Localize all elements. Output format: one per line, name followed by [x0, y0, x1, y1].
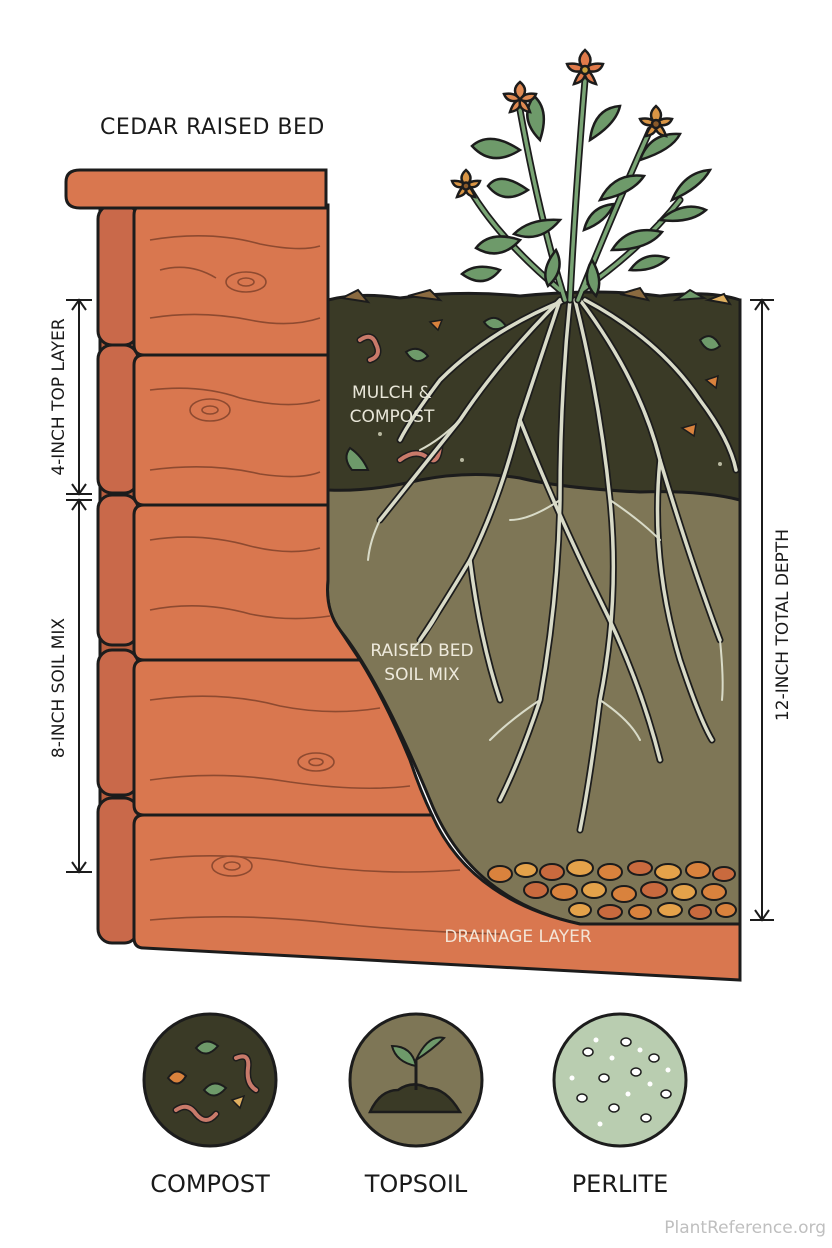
drainage-label: DRAINAGE LAYER: [444, 927, 592, 947]
perlite-label: PERLITE: [572, 1170, 669, 1198]
soil-label-line2: SOIL MIX: [384, 665, 460, 685]
board-2: [132, 353, 330, 507]
mulch-compost-layer: [326, 290, 742, 502]
flowering-plant: [450, 48, 713, 304]
soil-label-line1: RAISED BED: [370, 641, 473, 661]
topsoil-label: TOPSOIL: [364, 1170, 468, 1198]
mulch-label-line1: MULCH &: [352, 383, 432, 403]
flowers: [450, 48, 674, 199]
board-3: [132, 503, 363, 662]
compost-label: COMPOST: [150, 1170, 270, 1198]
total-depth-dimension: 12-INCH TOTAL DEPTH: [773, 529, 793, 721]
board-cap: [64, 168, 328, 210]
plant-roots: [367, 296, 740, 834]
surface-debris: [338, 286, 732, 306]
soil-mix-dimension: 8-INCH SOIL MIX: [49, 618, 69, 758]
compost-icon: [142, 1012, 278, 1148]
dimension-markers: [66, 298, 774, 922]
cedar-bed-wall: [64, 168, 742, 982]
watermark: PlantReference.org: [664, 1218, 826, 1238]
top-layer-dimension: 4-INCH TOP LAYER: [49, 318, 69, 475]
diagram-title: CEDAR RAISED BED: [100, 115, 325, 140]
plant-leaves: [459, 94, 713, 299]
board-1: [132, 203, 330, 357]
mulch-details: [345, 316, 722, 471]
perlite-icon: [552, 1012, 688, 1148]
wood-grain: [149, 235, 501, 935]
board-5: [132, 813, 742, 982]
drainage-pebbles: [487, 859, 737, 920]
topsoil-icon: [348, 1012, 484, 1148]
mulch-label-line2: COMPOST: [350, 407, 435, 427]
